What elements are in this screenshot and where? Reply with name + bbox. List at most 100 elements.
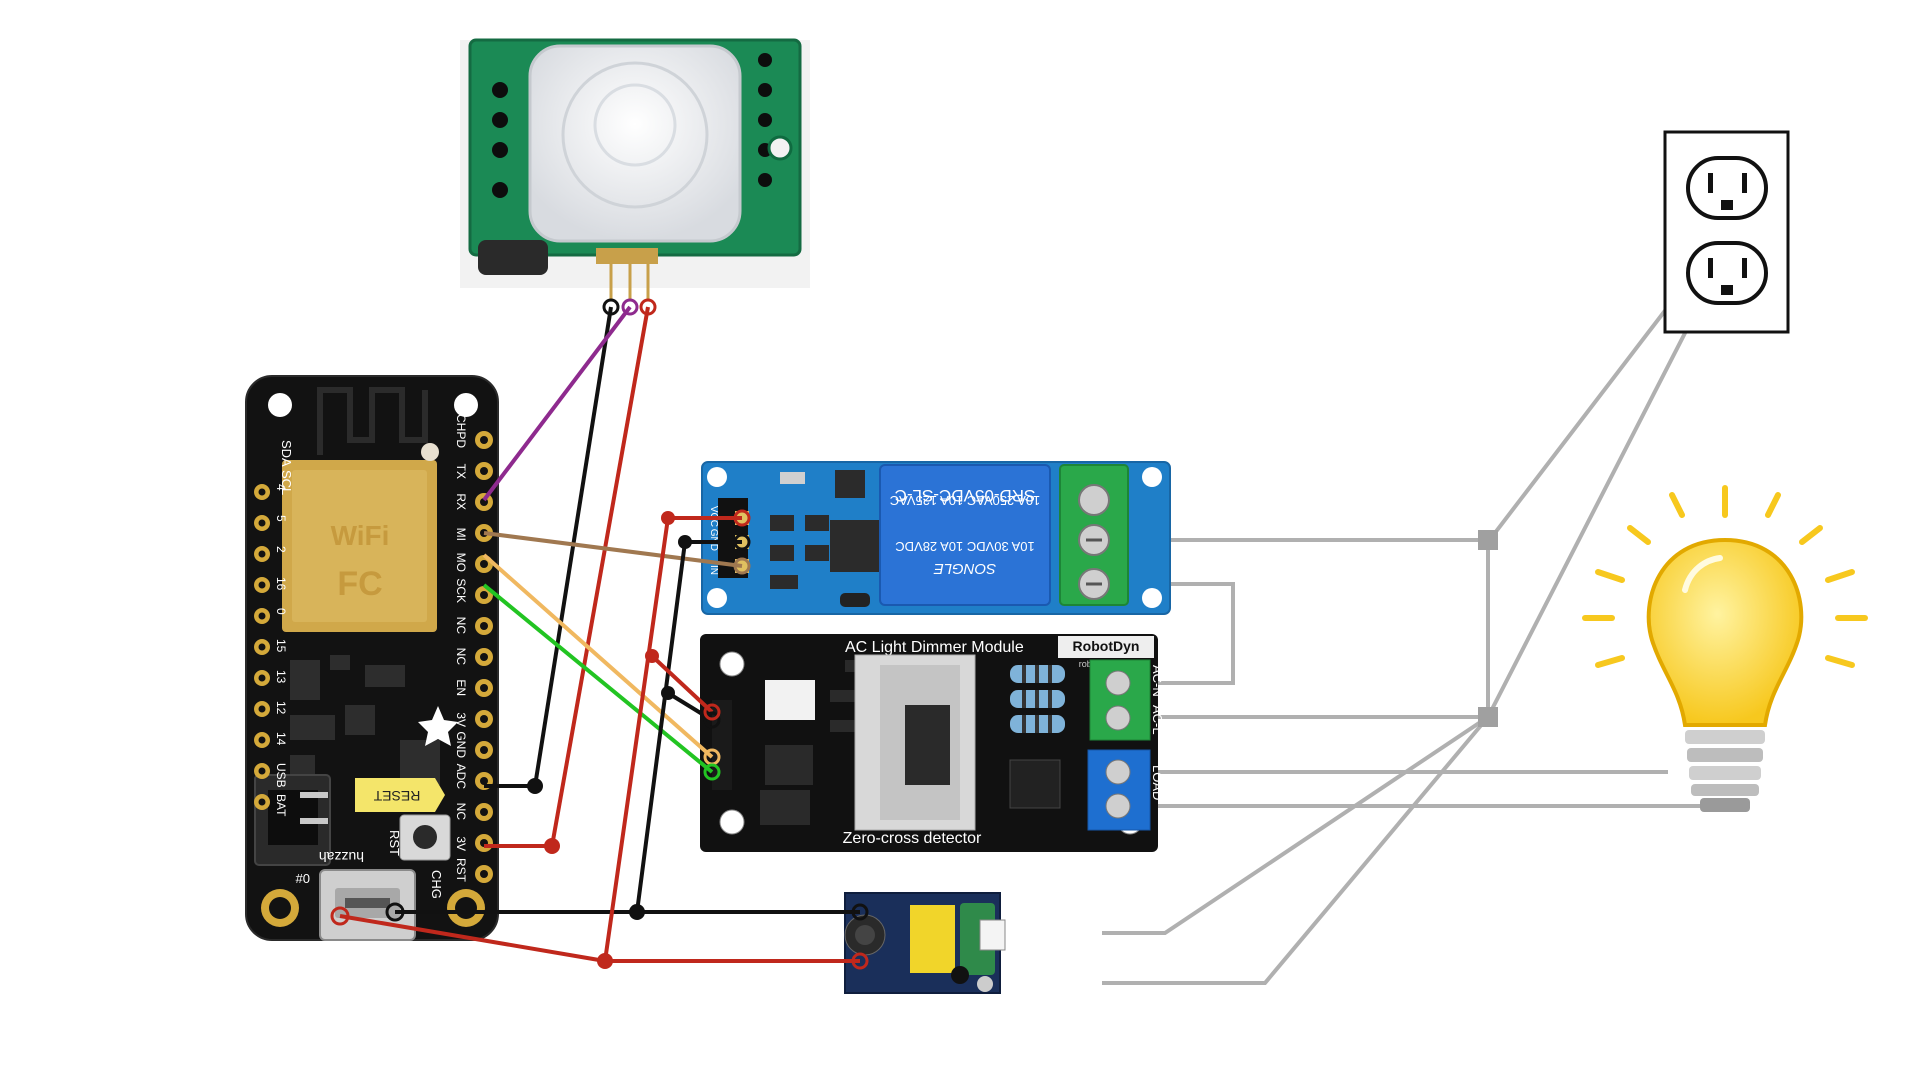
svg-text:FC: FC — [337, 565, 382, 603]
esp-right-pin-label: MO — [454, 553, 468, 572]
wire-junction — [1478, 530, 1498, 550]
reset-label: RESET — [373, 788, 420, 804]
wire-esp-mi-relay-in — [483, 531, 743, 568]
esp-pin-hole — [258, 519, 266, 527]
esp-pin-hole — [258, 612, 266, 620]
relay-pin-label: GND — [708, 529, 719, 551]
resistors — [1010, 665, 1065, 733]
dimmer-brand: RobotDyn — [1073, 638, 1140, 654]
esp-pin-hole — [258, 798, 266, 806]
huzzah-label: huzzah — [319, 849, 364, 865]
esp-pin-hole — [258, 581, 266, 589]
esp-left-pin-label: 5 — [274, 515, 288, 522]
esp-pin-hole — [258, 736, 266, 744]
esp-right-pin-label: 3V — [454, 836, 468, 851]
scl-label: SCL — [279, 470, 294, 495]
esp-right-pin-label: NC — [454, 648, 468, 666]
esp-pin-hole — [258, 488, 266, 496]
esp-right-pin-label: CHPD — [454, 414, 468, 448]
power-supply — [844, 892, 1006, 994]
light-bulb — [1582, 485, 1868, 812]
esp-right-pin-label: NC — [454, 617, 468, 635]
esp-right-pin-label: GND — [454, 731, 468, 758]
esp-pin-hole — [480, 808, 488, 816]
dimmer-title: AC Light Dimmer Module — [845, 639, 1024, 656]
esp-left-pin-label: 4 — [274, 484, 288, 491]
signal-wires — [339, 305, 860, 964]
esp-left-pin-label: 16 — [274, 577, 288, 591]
wire-pir-vcc — [550, 306, 650, 847]
wire-esp-mo-dimmer — [482, 553, 714, 759]
esp-pin-hole — [258, 767, 266, 775]
esp-left-pin-label: 12 — [274, 701, 288, 715]
esp-pin-hole — [480, 870, 488, 878]
relay-cube — [879, 464, 1051, 606]
esp-right-pin-label: RX — [454, 493, 468, 510]
outlet — [1663, 130, 1790, 334]
wifi-antenna — [317, 387, 428, 455]
esp-pin-hole — [480, 436, 488, 444]
sda-label: SDA — [279, 440, 294, 467]
esp-left-pin-label: 14 — [274, 732, 288, 746]
wire-pir-gnd — [533, 306, 613, 787]
pir-dome — [528, 44, 742, 243]
mains-wires — [1100, 255, 1726, 985]
esp-pin-hole — [258, 550, 266, 558]
relay-model: SRD-05VDC-SL-C — [895, 486, 1036, 505]
esp-right-pin-label: MI — [454, 528, 468, 541]
relay-rating-2: 10A 30VDC 10A 28VDC — [895, 539, 1034, 554]
esp-right-pin-group: CHPD TX RX MI MO SCK NC NC EN 3V GND ADC NC 3V RST — [454, 414, 493, 883]
esp-pin-hole — [480, 653, 488, 661]
esp-right-pin-label: EN — [454, 679, 468, 696]
bulb-glass — [1646, 537, 1804, 727]
flower-logo-icon — [418, 706, 458, 746]
dimmer-module: AC Light Dimmer Module RobotDyn robotdyn… — [700, 634, 1165, 852]
esp-left-pin-label: BAT — [274, 794, 288, 817]
relay-rating-1: 10A 250VAC 10A 125VAC — [890, 493, 1041, 508]
esp-right-pin-label: SCK — [454, 578, 468, 603]
svg-text:WiFi: WiFi — [331, 520, 390, 551]
esp-pin-hole — [480, 684, 488, 692]
esp-pin-hole — [258, 674, 266, 682]
esp-right-pin-label: ADC — [454, 764, 468, 790]
esp-pin-hole — [480, 746, 488, 754]
terminal-label-load: LOAD — [1150, 765, 1165, 800]
terminal-label-ac-l: AC-L — [1150, 705, 1165, 735]
esp-left-pin-label: USB — [274, 763, 288, 788]
wire-vcc-rail — [339, 516, 742, 964]
esp-right-pin-label: RST — [454, 858, 468, 883]
pin-zero-label: 0# — [295, 871, 310, 886]
terminal-label-ac-n: AC-N — [1150, 665, 1165, 697]
esp-left-pin-label: 15 — [274, 639, 288, 653]
wire-pir-out — [482, 305, 632, 502]
dimmer-footer: Zero-cross detector — [843, 830, 982, 847]
wire-junction — [1478, 707, 1498, 727]
chg-label: CHG — [429, 870, 444, 899]
esp-right-pin-label: NC — [454, 803, 468, 821]
esp-pin-hole — [480, 622, 488, 630]
esp-right-pin-label: TX — [454, 464, 468, 479]
esp-left-pin-label: 2 — [274, 546, 288, 553]
ps-transformer — [910, 905, 955, 973]
esp-board: WiFi FC RESET RST CHG huzzah 0# — [245, 375, 499, 941]
wire-esp-sck-dimmer — [482, 583, 714, 774]
rst-label: RST — [387, 830, 402, 856]
esp-pin-hole — [480, 467, 488, 475]
esp-pin-hole — [258, 643, 266, 651]
relay-brand: SONGLE — [933, 560, 997, 577]
relay-pin-label: IN — [708, 565, 719, 575]
esp-pin-hole — [480, 777, 488, 785]
esp-pin-hole — [480, 560, 488, 568]
reset-label-bg — [355, 778, 445, 812]
wire-nodes — [330, 298, 869, 970]
esp-right-pin-label: 3V — [454, 712, 468, 727]
pir-sensor — [460, 38, 810, 300]
mains-wire-outlet-right — [1102, 256, 1726, 985]
esp-pin-hole — [480, 715, 488, 723]
esp-left-pin-label: 0 — [274, 608, 288, 615]
esp-pin-hole — [258, 705, 266, 713]
